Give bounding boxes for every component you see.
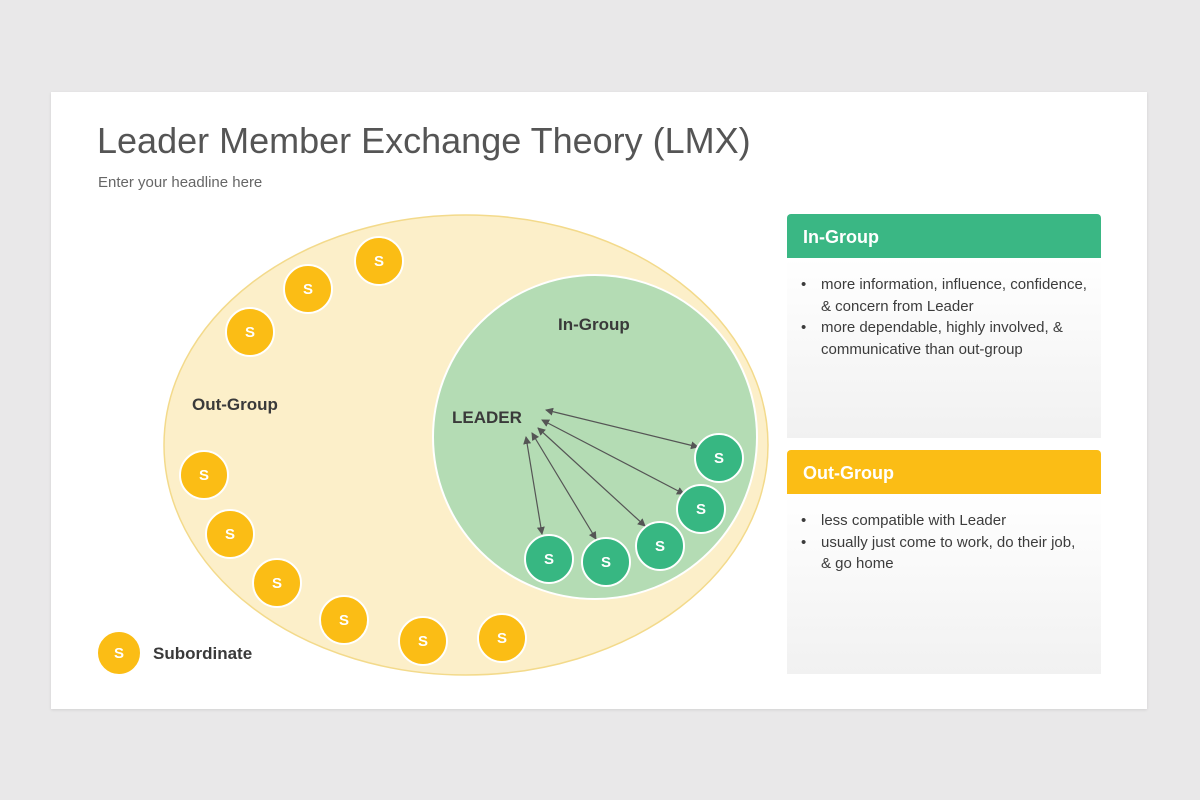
legend: S Subordinate <box>96 630 252 676</box>
subordinate-badge: S <box>354 236 404 286</box>
ingroup-subordinates: S S S S S <box>524 433 744 587</box>
svg-text:S: S <box>601 554 611 571</box>
ingroup-label: In-Group <box>558 315 630 334</box>
subordinate-badge: S <box>205 509 255 559</box>
svg-text:S: S <box>418 633 428 650</box>
svg-text:S: S <box>696 501 706 518</box>
legend-label: Subordinate <box>153 644 252 663</box>
subordinate-badge: S <box>319 595 369 645</box>
slide: Leader Member Exchange Theory (LMX) Ente… <box>51 92 1147 709</box>
outgroup-bullet: less compatible with Leader <box>801 510 1087 532</box>
subordinate-badge: S <box>252 558 302 608</box>
ingroup-panel-header: In-Group <box>787 214 1101 258</box>
svg-text:S: S <box>374 253 384 270</box>
ingroup-panel: In-Group more information, influence, co… <box>787 214 1101 438</box>
legend-badge: S <box>96 630 142 676</box>
subordinate-badge: S <box>694 433 744 483</box>
outgroup-bullet-list: less compatible with Leader usually just… <box>801 510 1087 575</box>
ingroup-bullet: more information, influence, confidence,… <box>801 274 1087 317</box>
subordinate-badge: S <box>581 537 631 587</box>
ingroup-panel-title: In-Group <box>803 227 879 247</box>
ingroup-bullet-list: more information, influence, confidence,… <box>801 274 1087 360</box>
lmx-diagram: Out-Group In-Group LEADER S S S S S S S … <box>96 214 769 676</box>
leader-label: LEADER <box>452 408 522 427</box>
svg-text:S: S <box>655 538 665 555</box>
slide-title: Leader Member Exchange Theory (LMX) <box>97 120 751 161</box>
outgroup-panel: Out-Group less compatible with Leader us… <box>787 450 1101 674</box>
svg-text:S: S <box>544 551 554 568</box>
subordinate-badge: S <box>524 534 574 584</box>
outgroup-subordinates: S S S S S S S S S <box>179 236 527 666</box>
slide-subtitle: Enter your headline here <box>98 174 263 191</box>
subordinate-badge: S <box>477 613 527 663</box>
subordinate-badge: S <box>676 484 726 534</box>
subordinate-badge: S <box>225 307 275 357</box>
svg-text:S: S <box>225 526 235 543</box>
svg-text:S: S <box>339 612 349 629</box>
outgroup-bullet: usually just come to work, do their job,… <box>801 532 1087 575</box>
svg-text:S: S <box>497 630 507 647</box>
outgroup-panel-header: Out-Group <box>787 450 1101 494</box>
ingroup-panel-body: more information, influence, confidence,… <box>787 258 1101 438</box>
outgroup-panel-body: less compatible with Leader usually just… <box>787 494 1101 674</box>
subordinate-badge: S <box>398 616 448 666</box>
svg-text:S: S <box>272 575 282 592</box>
outgroup-panel-title: Out-Group <box>803 463 894 483</box>
svg-text:S: S <box>303 281 313 298</box>
svg-text:S: S <box>199 467 209 484</box>
leader-arrow <box>523 436 545 535</box>
svg-text:S: S <box>714 450 724 467</box>
subordinate-badge: S <box>179 450 229 500</box>
svg-text:S: S <box>245 324 255 341</box>
svg-text:S: S <box>114 645 124 662</box>
ingroup-bullet: more dependable, highly involved, & comm… <box>801 317 1087 360</box>
subordinate-badge: S <box>635 521 685 571</box>
subordinate-badge: S <box>283 264 333 314</box>
outgroup-label: Out-Group <box>192 395 278 414</box>
leader-arrows <box>523 407 699 540</box>
